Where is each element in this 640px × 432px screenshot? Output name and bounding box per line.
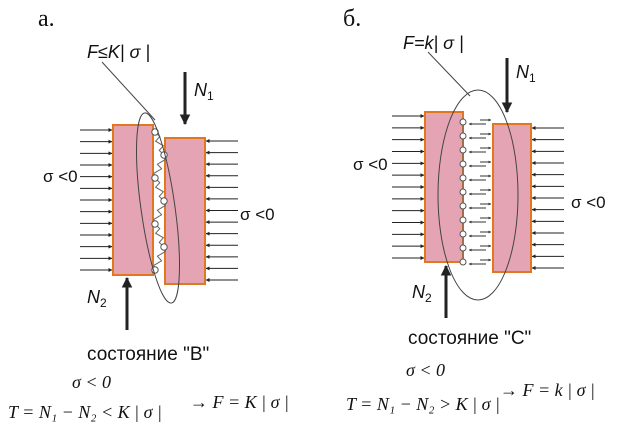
sigma-right-label: σ <0 xyxy=(240,205,275,224)
panel-b-letter: б. xyxy=(343,6,361,32)
left-block xyxy=(112,124,154,276)
condition-F: → F = K | σ | xyxy=(190,392,289,412)
spring xyxy=(153,246,166,271)
leader-line xyxy=(427,51,471,97)
panel-b: б. F=k| σ | N1 N2 σ <0 σ <0 состояние "C… xyxy=(343,6,606,414)
link-node xyxy=(459,188,467,196)
condition-T: T = N₁ − N₂ < K | σ | xyxy=(8,402,162,422)
compression-arrows-left xyxy=(392,114,425,260)
link-node xyxy=(459,216,467,224)
spring xyxy=(153,154,166,179)
compression-arrows-right xyxy=(531,126,564,270)
sigma-left-label: σ <0 xyxy=(43,167,78,186)
right-block xyxy=(492,123,532,273)
link-node xyxy=(459,118,467,126)
link-node xyxy=(459,230,467,238)
n2-label: N2 xyxy=(412,282,432,305)
compression-arrows-left xyxy=(80,128,113,272)
link-node xyxy=(459,202,467,210)
condition-sigma: σ < 0 xyxy=(72,372,111,392)
state-label: состояние "B" xyxy=(87,344,209,365)
panel-a-letter: а. xyxy=(38,6,55,32)
spring-node xyxy=(160,243,168,251)
sigma-left-label: σ <0 xyxy=(353,155,388,174)
n1-label: N1 xyxy=(194,80,214,103)
sigma-right-label: σ <0 xyxy=(571,193,606,212)
spring xyxy=(153,200,166,225)
spring-node xyxy=(151,220,159,228)
panel-a: а. F≤K| σ | N1 N2 σ <0 σ <0 состояние "B… xyxy=(8,6,289,422)
force-label: F≤K| σ | xyxy=(87,42,150,62)
left-block xyxy=(424,111,464,263)
condition-T: T = N₁ − N₂ > K | σ | xyxy=(346,394,500,414)
state-label: состояние "C" xyxy=(408,328,531,349)
sheared-links xyxy=(459,118,492,266)
spring-node xyxy=(151,174,159,182)
n2-label: N2 xyxy=(87,287,107,310)
spring-node xyxy=(160,197,168,205)
spring xyxy=(154,177,165,202)
n1-label: N1 xyxy=(516,62,536,85)
condition-sigma: σ < 0 xyxy=(406,360,445,380)
force-label: F=k| σ | xyxy=(403,33,464,53)
link-node xyxy=(459,146,467,154)
link-node xyxy=(459,258,467,266)
link-node xyxy=(459,132,467,140)
contact-zone-ellipse xyxy=(437,89,519,301)
contact-zone-ellipse xyxy=(136,112,180,304)
link-node xyxy=(459,160,467,168)
condition-F: → F = k | σ | xyxy=(500,380,595,400)
right-block xyxy=(164,137,206,285)
link-node xyxy=(459,244,467,252)
leader-line xyxy=(101,61,156,121)
spring xyxy=(154,223,165,248)
compression-arrows-right xyxy=(205,139,238,282)
link-node xyxy=(459,174,467,182)
